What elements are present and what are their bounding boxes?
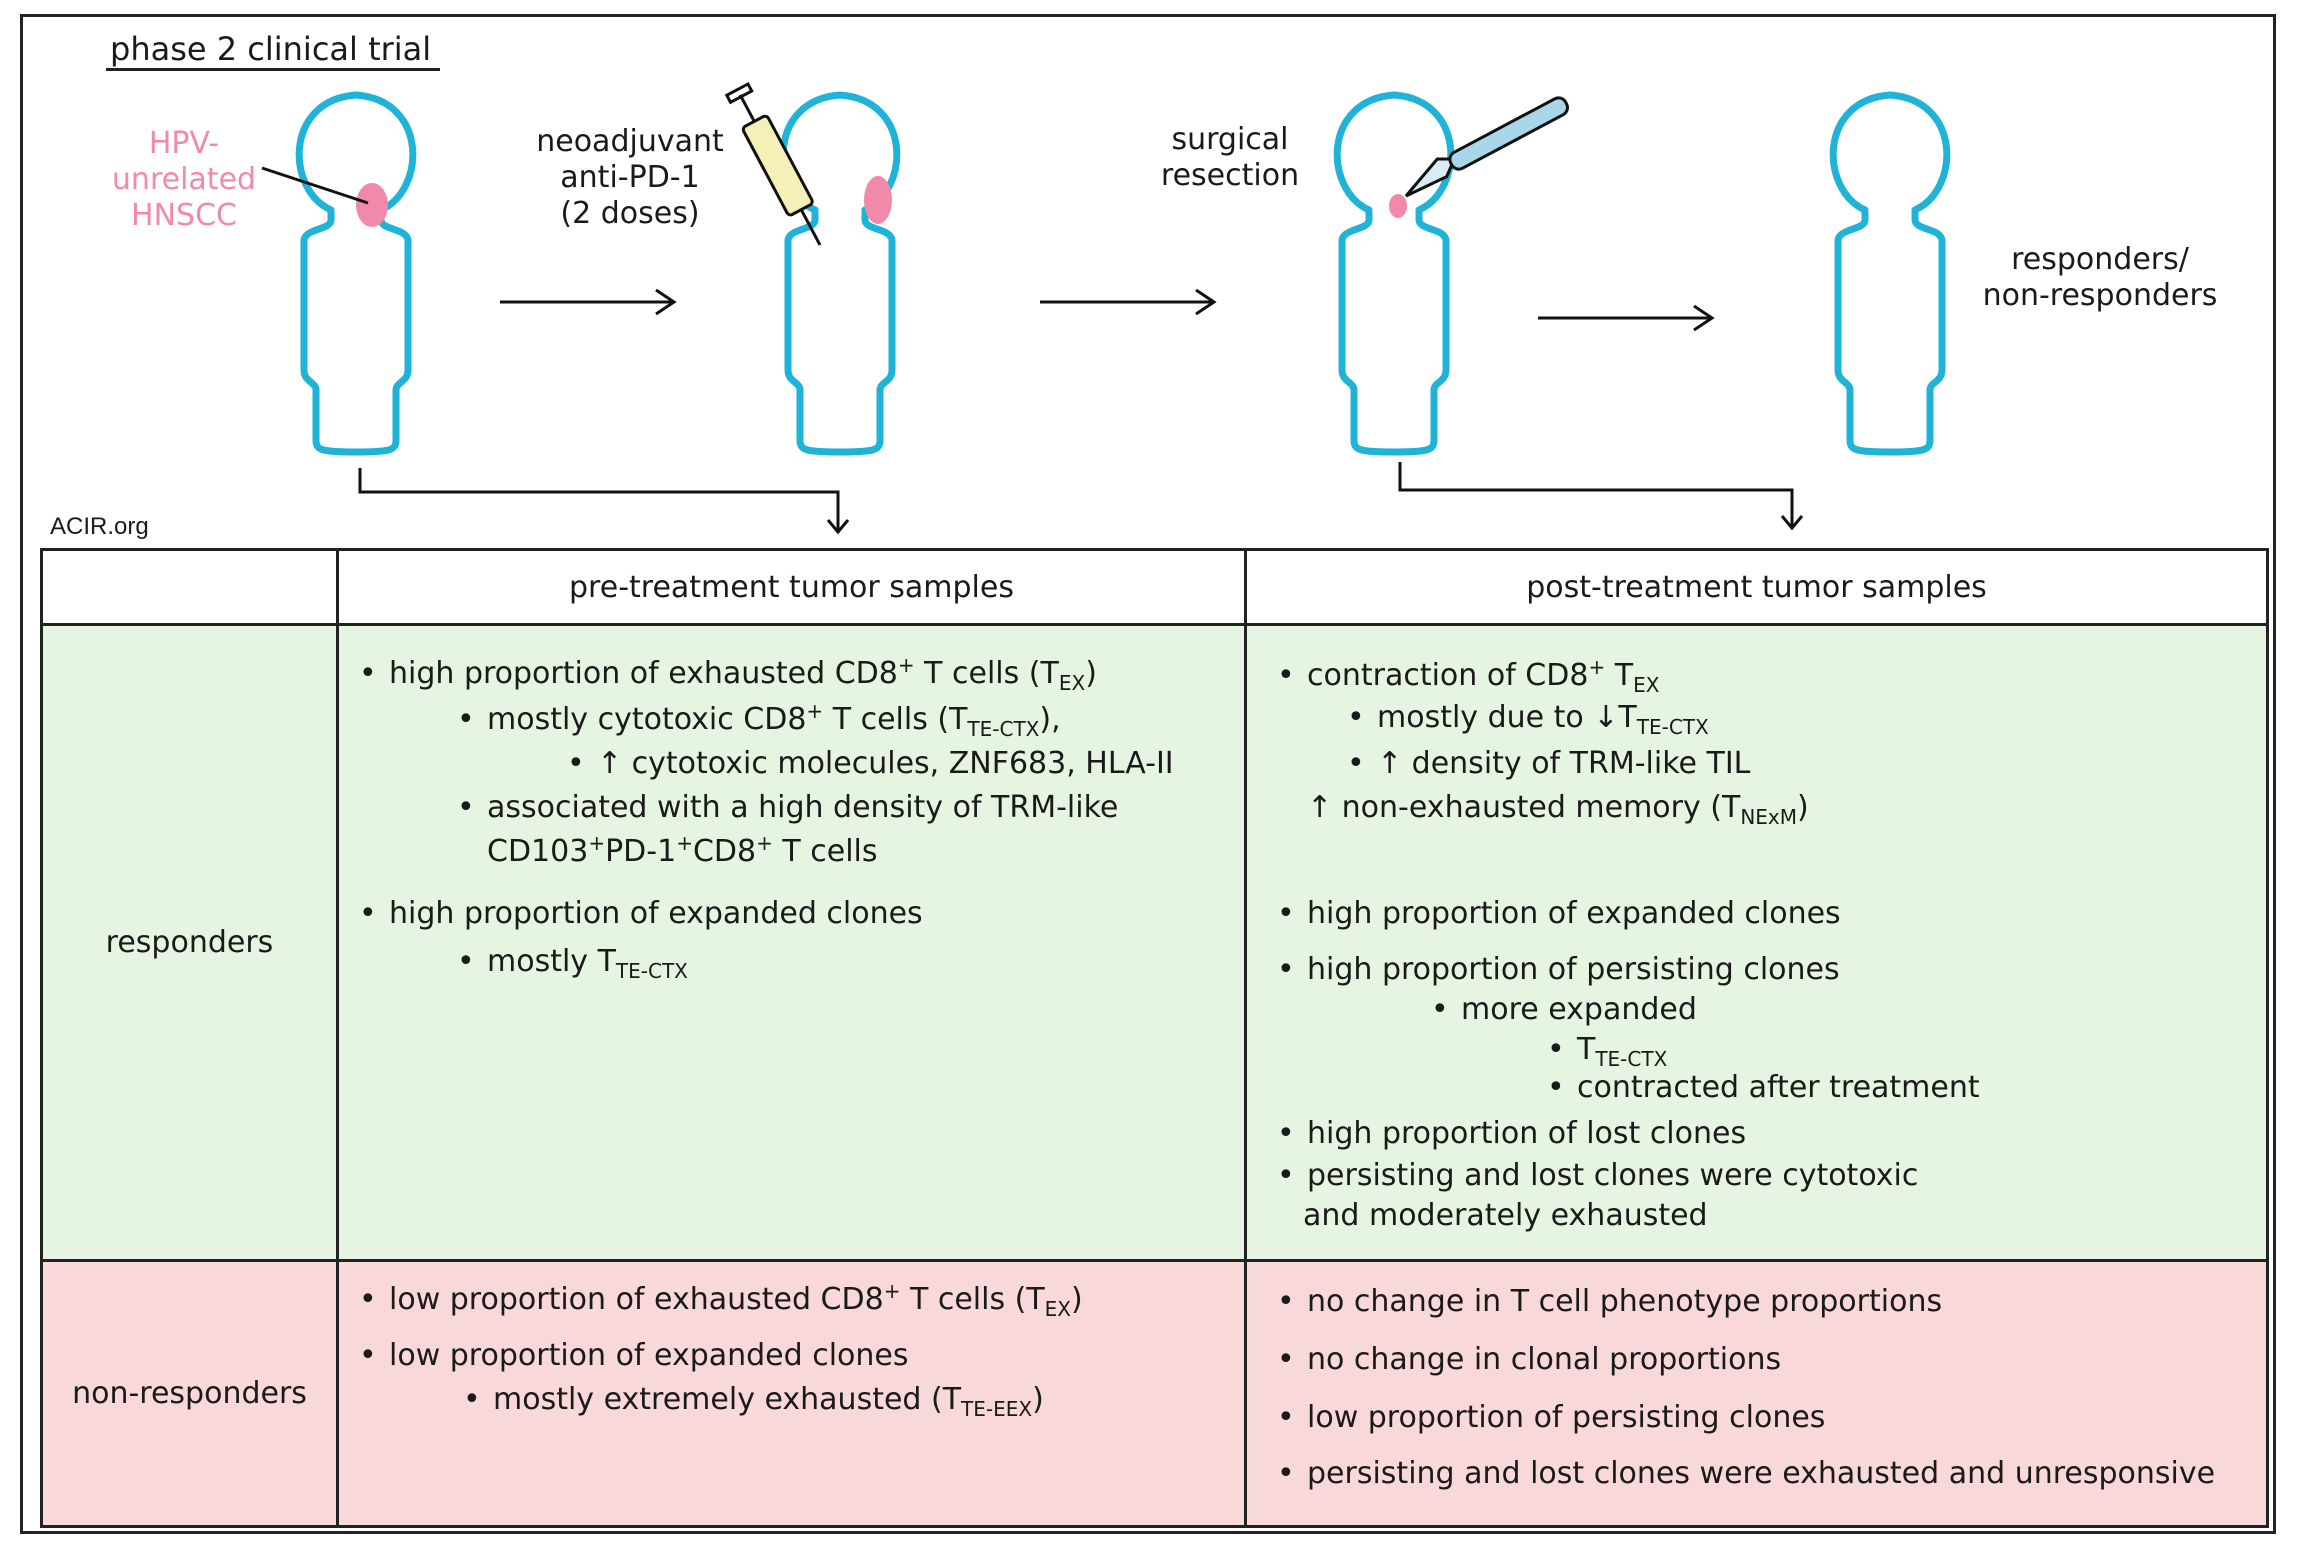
tumor-blob-3 xyxy=(1389,194,1407,218)
list-item: mostly TTE-CTX xyxy=(457,944,688,981)
tumor-blob-2 xyxy=(864,176,892,224)
trial-schematic xyxy=(261,81,2300,535)
list-item: persisting and lost clones were cytotoxi… xyxy=(1277,1158,1918,1194)
patient-figure-4 xyxy=(1833,95,1947,452)
list-item: high proportion of exhausted CD8+ T cell… xyxy=(359,655,1097,693)
list-item: mostly due to ↓TTE-CTX xyxy=(1347,700,1709,737)
scalpel-icon xyxy=(1404,96,1569,198)
credit-text: ACIR.org xyxy=(50,513,149,540)
title-underline xyxy=(106,68,440,71)
list-item: more expanded xyxy=(1431,992,1697,1028)
patient-figure-1 xyxy=(299,95,413,452)
cell-resp-pre: high proportion of exhausted CD8+ T cell… xyxy=(336,623,1247,1262)
list-item: and moderately exhausted xyxy=(1303,1198,1708,1233)
arrow-post-sample xyxy=(1398,462,1804,531)
list-item: high proportion of expanded clones xyxy=(1277,896,1841,932)
list-item: low proportion of expanded clones xyxy=(359,1338,909,1374)
arrow-step-2 xyxy=(1040,288,1217,316)
header-post: post-treatment tumor samples xyxy=(1244,548,2269,626)
row-label-non-responders: non-responders xyxy=(40,1259,339,1528)
list-item: high proportion of expanded clones xyxy=(359,896,923,932)
cell-resp-post: contraction of CD8+ TEX mostly due to ↓T… xyxy=(1244,623,2269,1262)
list-item: ↑ density of TRM-like TIL xyxy=(1347,746,1750,782)
list-item: no change in T cell phenotype proportion… xyxy=(1277,1284,1942,1320)
syringe-icon xyxy=(724,81,822,246)
results-table: pre-treatment tumor samples post-treatme… xyxy=(40,548,2269,1528)
list-item: ↑ cytotoxic molecules, ZNF683, HLA-II xyxy=(567,746,1174,782)
patient-figure-3 xyxy=(1337,95,1451,452)
list-item: mostly cytotoxic CD8+ T cells (TTE-CTX), xyxy=(457,701,1061,739)
list-item: persisting and lost clones were exhauste… xyxy=(1277,1456,2215,1492)
outcome-label: responders/non-responders xyxy=(1982,242,2218,313)
header-pre: pre-treatment tumor samples xyxy=(336,548,1247,626)
cell-nonresp-post: no change in T cell phenotype proportion… xyxy=(1244,1259,2269,1528)
list-item: low proportion of persisting clones xyxy=(1277,1400,1825,1436)
list-item: no change in clonal proportions xyxy=(1277,1342,1781,1378)
list-item: mostly extremely exhausted (TTE-EEX) xyxy=(463,1382,1044,1419)
list-item: CD103+PD-1+CD8+ T cells xyxy=(487,831,878,869)
list-item: ↑ non-exhausted memory (TNExM) xyxy=(1307,790,1809,829)
tumor-pointer-line xyxy=(261,166,369,205)
arrow-step-1 xyxy=(500,288,677,316)
row-label-responders: responders xyxy=(40,623,339,1262)
list-item: high proportion of lost clones xyxy=(1277,1116,1746,1152)
corner-cell xyxy=(40,548,339,626)
figure-title: phase 2 clinical trial xyxy=(110,30,432,68)
list-item: high proportion of persisting clones xyxy=(1277,952,1840,988)
list-item: contracted after treatment xyxy=(1547,1070,1980,1106)
list-item: associated with a high density of TRM-li… xyxy=(457,790,1118,826)
arrow-pre-sample xyxy=(358,468,850,535)
arrow-step-3 xyxy=(1538,304,1715,332)
cell-nonresp-pre: low proportion of exhausted CD8+ T cells… xyxy=(336,1259,1247,1528)
tumor-blob-1 xyxy=(356,183,388,227)
list-item: contraction of CD8+ TEX xyxy=(1277,657,1659,695)
patient-figure-2 xyxy=(783,95,897,452)
figure-frame xyxy=(20,14,2276,1534)
list-item: low proportion of exhausted CD8+ T cells… xyxy=(359,1281,1083,1319)
list-item: TTE-CTX xyxy=(1547,1032,1667,1069)
